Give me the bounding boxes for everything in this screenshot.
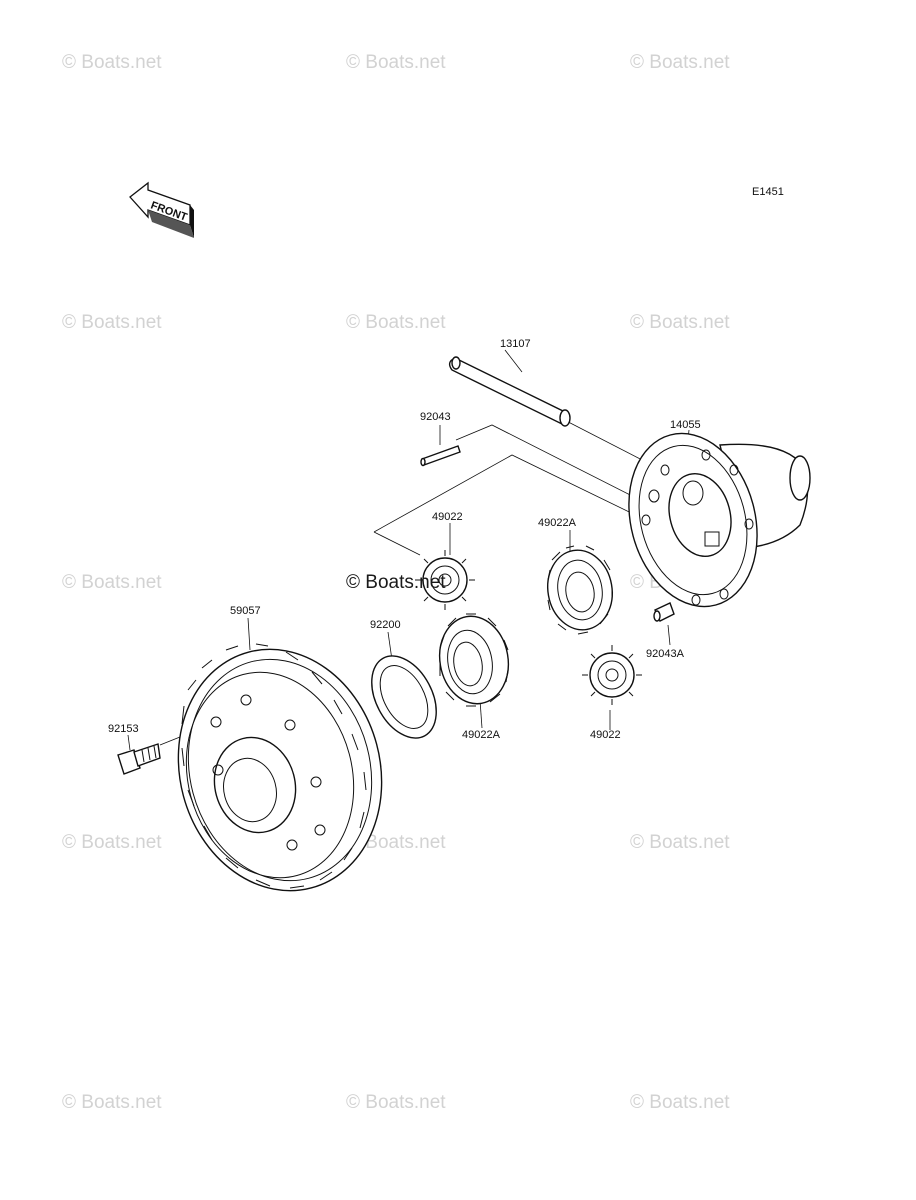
part-label-pin: 92043: [420, 411, 451, 423]
side-gear-upper: [547, 545, 613, 635]
watermark: © Boats.net: [630, 1092, 730, 1113]
watermark: © Boats.net: [62, 1092, 162, 1113]
washer: [371, 655, 437, 739]
part-label-pinion-gear-lower: 49022: [590, 729, 621, 741]
watermark: © Boats.net: [62, 572, 162, 593]
part-label-side-gear-lower: 49022A: [462, 729, 501, 741]
diagram-code: E1451: [752, 186, 784, 198]
assembly-lines: [127, 349, 690, 751]
part-labels: 13107 14055 92043 49022 49022A 59057 922…: [108, 338, 701, 741]
watermark: © Boats.net: [630, 52, 730, 73]
watermark: © Boats.net: [62, 52, 162, 73]
watermark-center: © Boats.net: [346, 572, 446, 593]
differential-case: [628, 432, 811, 608]
bolt: [117, 743, 161, 775]
part-label-pin-short: 92043A: [646, 648, 685, 660]
part-label-pinion-gear: 49022: [432, 511, 463, 523]
pinion-gear-upper: [415, 550, 475, 610]
part-label-shaft: 13107: [500, 338, 531, 350]
part-label-bolt: 92153: [108, 723, 139, 735]
side-gear-lower: [438, 613, 510, 707]
part-label-case: 14055: [670, 419, 701, 431]
watermark: © Boats.net: [630, 312, 730, 333]
watermark: © Boats.net: [346, 832, 446, 853]
watermark: © Boats.net: [346, 1092, 446, 1113]
watermark: © Boats.net: [630, 832, 730, 853]
front-arrow-icon: FRONT: [129, 181, 194, 238]
pinion-gear-lower: [582, 645, 642, 705]
watermark: © Boats.net: [62, 832, 162, 853]
shaft: [448, 356, 571, 427]
pin-short: [653, 602, 675, 622]
part-label-ring-gear: 59057: [230, 605, 261, 617]
watermark: © Boats.net: [346, 52, 446, 73]
watermark: © Boats.net: [62, 312, 162, 333]
watermark: © Boats.net: [346, 312, 446, 333]
ring-gear: [177, 643, 383, 892]
pin: [420, 445, 461, 467]
part-label-side-gear: 49022A: [538, 517, 577, 529]
part-label-washer: 92200: [370, 619, 401, 631]
